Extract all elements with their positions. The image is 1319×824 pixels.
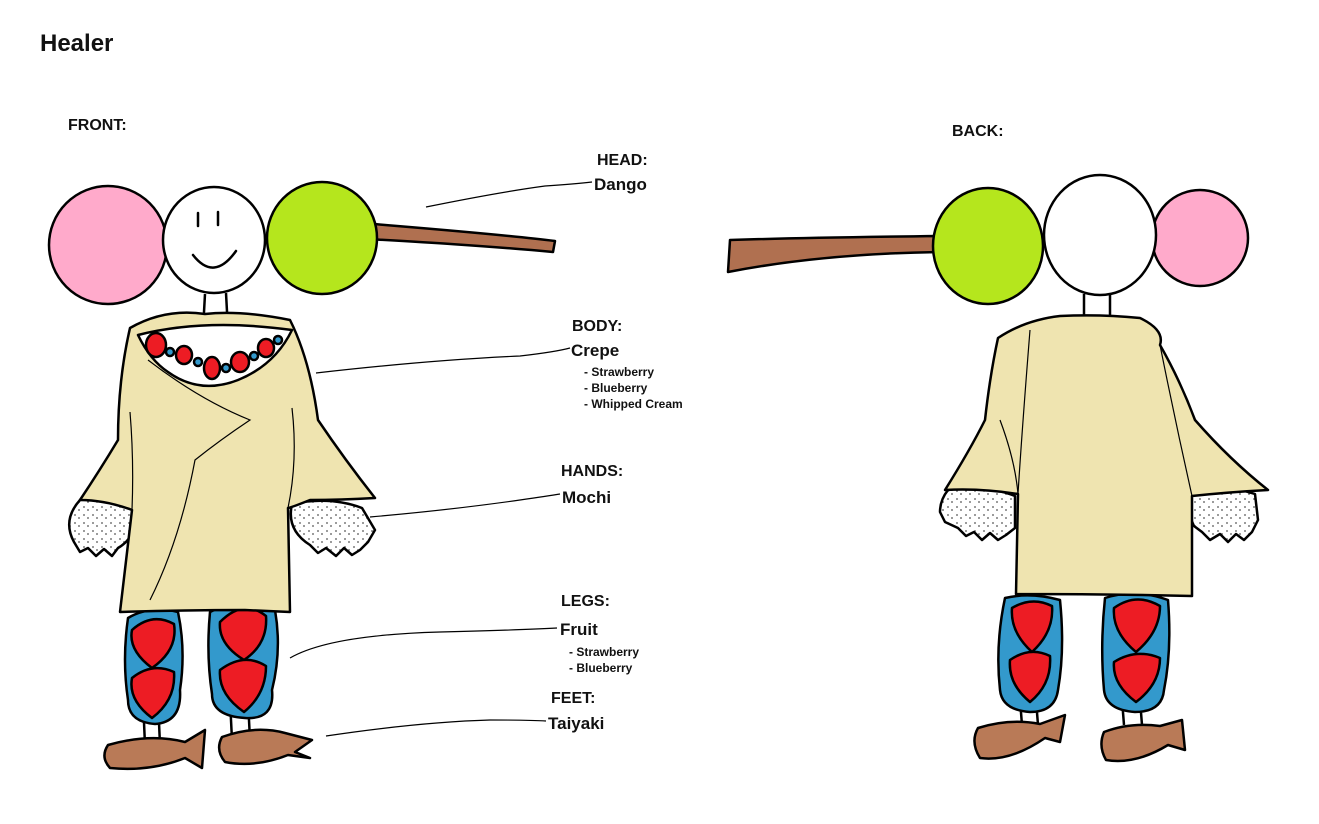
head-value: Dango	[594, 175, 647, 194]
front-crepe-collar	[136, 323, 294, 388]
callout-lines	[289, 181, 593, 737]
front-mochi-hand-right	[289, 499, 377, 558]
front-robe-sleeve-line-left	[129, 411, 134, 511]
collar-blueberry	[192, 356, 204, 368]
front-dango-pink	[47, 184, 169, 306]
back-crepe-robe	[943, 314, 1270, 598]
legs-value: Fruit	[560, 620, 598, 639]
back-fruit-leg-right	[1100, 592, 1171, 714]
collar-blueberry	[164, 346, 176, 358]
page-title: Healer	[40, 30, 113, 57]
back-fruit-leg-left	[997, 594, 1064, 714]
front-view-label: FRONT:	[68, 117, 127, 134]
back-robe-sleeve-line-right	[1159, 344, 1193, 497]
front-figure	[47, 180, 557, 771]
front-taiyaki-right	[217, 728, 314, 766]
legs-label: LEGS:	[561, 593, 610, 610]
collar-strawberry	[229, 350, 251, 374]
head-leader-line	[425, 181, 593, 208]
front-dango-green	[265, 180, 379, 296]
legs-leader-line	[289, 627, 558, 659]
front-fruit-leg-left	[123, 608, 184, 726]
callout-hands: HANDS: Mochi	[561, 463, 623, 507]
body-value: Crepe	[571, 341, 619, 360]
back-taiyaki-left	[973, 713, 1067, 760]
back-robe-sleeve-line-left	[999, 419, 1019, 495]
front-robe-sleeve-line-right	[287, 407, 295, 509]
body-leader-line	[315, 347, 571, 374]
hands-label: HANDS:	[561, 463, 623, 480]
back-robe-seam	[1017, 329, 1031, 495]
collar-blueberry	[220, 362, 232, 374]
collar-blueberry	[248, 350, 260, 362]
hands-leader-line	[369, 493, 561, 518]
feet-value: Taiyaki	[548, 714, 604, 733]
legs-detail: - Blueberry	[569, 661, 633, 675]
collar-blueberry	[272, 334, 284, 346]
back-dango-stick	[726, 234, 942, 274]
front-fruit-leg-right	[207, 602, 280, 720]
front-dango-stick	[348, 220, 557, 254]
back-taiyaki-right	[1100, 718, 1187, 763]
front-taiyaki-left	[103, 728, 207, 771]
legs-detail: - Strawberry	[569, 645, 639, 659]
back-head	[1042, 173, 1158, 297]
collar-strawberry	[144, 331, 168, 359]
callout-legs: LEGS: Fruit - Strawberry - Blueberry	[560, 593, 639, 675]
feet-leader-line	[325, 719, 547, 737]
head-label: HEAD:	[597, 152, 648, 169]
callout-head: HEAD: Dango	[594, 152, 648, 194]
collar-strawberry	[202, 355, 222, 381]
front-smile	[191, 249, 238, 269]
back-view-label: BACK:	[952, 123, 1004, 140]
feet-label: FEET:	[551, 690, 595, 707]
collar-strawberry	[256, 337, 276, 359]
body-detail: - Blueberry	[584, 381, 648, 395]
front-robe-fold	[147, 359, 252, 601]
back-dango-pink	[1150, 188, 1250, 288]
callout-body: BODY: Crepe - Strawberry - Blueberry - W…	[571, 318, 683, 411]
back-neck	[1082, 294, 1112, 318]
front-head	[161, 185, 267, 295]
hands-value: Mochi	[562, 488, 611, 507]
body-detail: - Whipped Cream	[584, 397, 683, 411]
body-label: BODY:	[572, 318, 622, 335]
front-crepe-robe	[78, 311, 377, 614]
collar-strawberry	[174, 344, 194, 366]
back-mochi-hand-left	[938, 486, 1017, 542]
body-detail: - Strawberry	[584, 365, 654, 379]
back-figure	[726, 173, 1270, 763]
callout-feet: FEET: Taiyaki	[548, 690, 604, 733]
back-dango-green	[931, 186, 1045, 306]
